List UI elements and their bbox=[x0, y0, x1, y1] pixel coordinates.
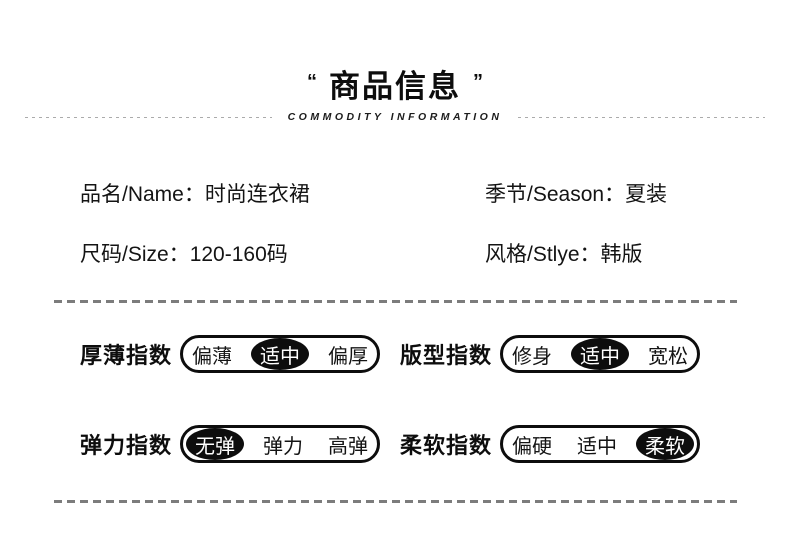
field-label: 品名/Name： bbox=[80, 183, 205, 206]
index-softness: 柔软指数 偏硬 适中 柔软 bbox=[400, 425, 790, 463]
field-value: 夏装 bbox=[625, 183, 668, 206]
pill-option: 柔软 bbox=[636, 428, 695, 460]
pill-option: 无弹 bbox=[186, 428, 245, 460]
pill-option: 适中 bbox=[577, 435, 618, 458]
field-value: 120-160码 bbox=[189, 243, 288, 266]
header-dashed-line-right bbox=[518, 116, 766, 118]
index-label: 版型指数 bbox=[400, 343, 493, 368]
pill-option: 适中 bbox=[251, 338, 310, 370]
product-info-section: 品名/Name：时尚连衣裙 季节/Season：夏装 尺码/Size：120-1… bbox=[0, 183, 790, 267]
dashed-divider-top bbox=[54, 300, 737, 303]
field-label: 风格/Stlye： bbox=[485, 243, 601, 266]
index-label: 柔软指数 bbox=[400, 433, 493, 458]
page-title-text: 商品信息 bbox=[329, 69, 461, 104]
field-season: 季节/Season：夏装 bbox=[485, 183, 750, 207]
pill-option: 偏厚 bbox=[328, 345, 369, 368]
index-label: 弹力指数 bbox=[80, 433, 173, 458]
commodity-info-header: “ 商品信息 ” COMMODITY INFORMATION bbox=[0, 0, 790, 123]
subtitle-row: COMMODITY INFORMATION bbox=[0, 111, 790, 123]
dashed-divider-bottom bbox=[54, 500, 737, 503]
index-pill-softness: 偏硬 适中 柔软 bbox=[500, 425, 701, 463]
page-subtitle: COMMODITY INFORMATION bbox=[287, 111, 503, 123]
pill-option: 修身 bbox=[512, 345, 553, 368]
index-pill-elasticity: 无弹 弹力 高弹 bbox=[180, 425, 381, 463]
pill-option: 弹力 bbox=[263, 435, 304, 458]
pill-option: 宽松 bbox=[648, 345, 689, 368]
field-label: 尺码/Size： bbox=[80, 243, 190, 266]
index-label: 厚薄指数 bbox=[80, 343, 173, 368]
field-product-name: 品名/Name：时尚连衣裙 bbox=[80, 183, 485, 207]
field-value: 韩版 bbox=[600, 243, 643, 266]
close-quote-decoration: ” bbox=[473, 71, 483, 93]
field-style: 风格/Stlye：韩版 bbox=[485, 243, 750, 267]
index-thickness: 厚薄指数 偏薄 适中 偏厚 bbox=[80, 335, 400, 373]
field-value: 时尚连衣裙 bbox=[204, 183, 310, 206]
index-elasticity: 弹力指数 无弹 弹力 高弹 bbox=[80, 425, 400, 463]
index-pill-fit: 修身 适中 宽松 bbox=[500, 335, 701, 373]
page-title: “ 商品信息 ” bbox=[0, 70, 790, 108]
open-quote-decoration: “ bbox=[307, 71, 317, 93]
field-label: 季节/Season： bbox=[485, 183, 626, 206]
field-size: 尺码/Size：120-160码 bbox=[80, 243, 485, 267]
index-fit: 版型指数 修身 适中 宽松 bbox=[400, 335, 790, 373]
pill-option: 偏薄 bbox=[192, 345, 233, 368]
pill-option: 高弹 bbox=[328, 435, 369, 458]
index-section: 厚薄指数 偏薄 适中 偏厚 版型指数 修身 适中 宽松 弹力指数 无弹 弹力 高… bbox=[0, 335, 790, 463]
pill-option: 偏硬 bbox=[512, 435, 553, 458]
pill-option: 适中 bbox=[571, 338, 630, 370]
index-pill-thickness: 偏薄 适中 偏厚 bbox=[180, 335, 381, 373]
header-dashed-line-left bbox=[25, 116, 272, 118]
